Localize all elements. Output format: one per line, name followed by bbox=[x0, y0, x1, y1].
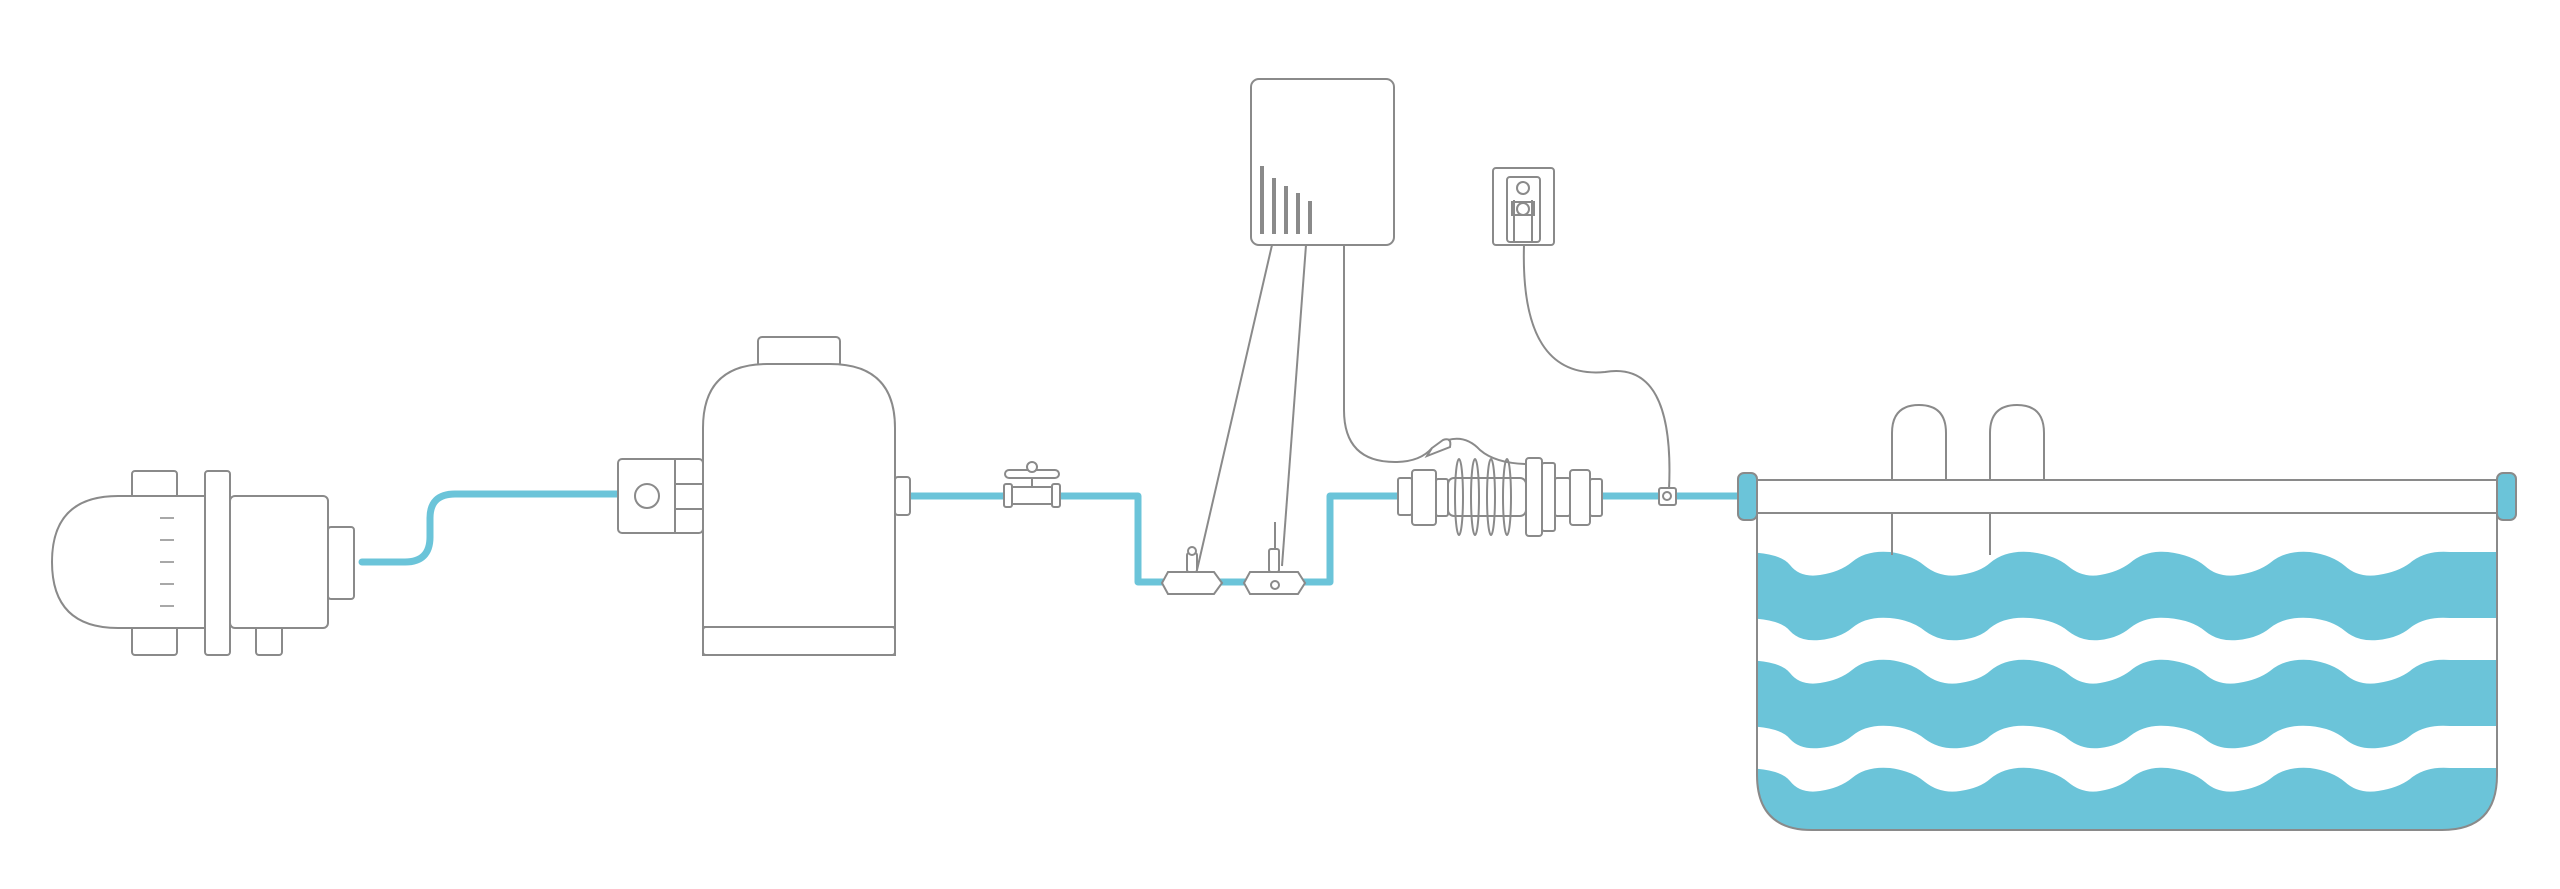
control-unit-icon bbox=[1196, 78, 1433, 571]
flow-switch-icon bbox=[1658, 487, 1677, 506]
shutoff-valve-icon bbox=[1003, 461, 1061, 508]
pipe-filter-to-tees bbox=[906, 492, 1409, 586]
pump-icon bbox=[50, 470, 355, 656]
power-outlet-icon bbox=[1492, 167, 1671, 491]
salt-chlorinator-cell-icon bbox=[1397, 437, 1603, 537]
filter-tank-icon bbox=[617, 336, 911, 656]
sensor-probe-tee-icon bbox=[1160, 522, 1307, 595]
swimming-pool-icon bbox=[1737, 403, 2517, 831]
pipe-pump-to-filter bbox=[358, 490, 624, 566]
